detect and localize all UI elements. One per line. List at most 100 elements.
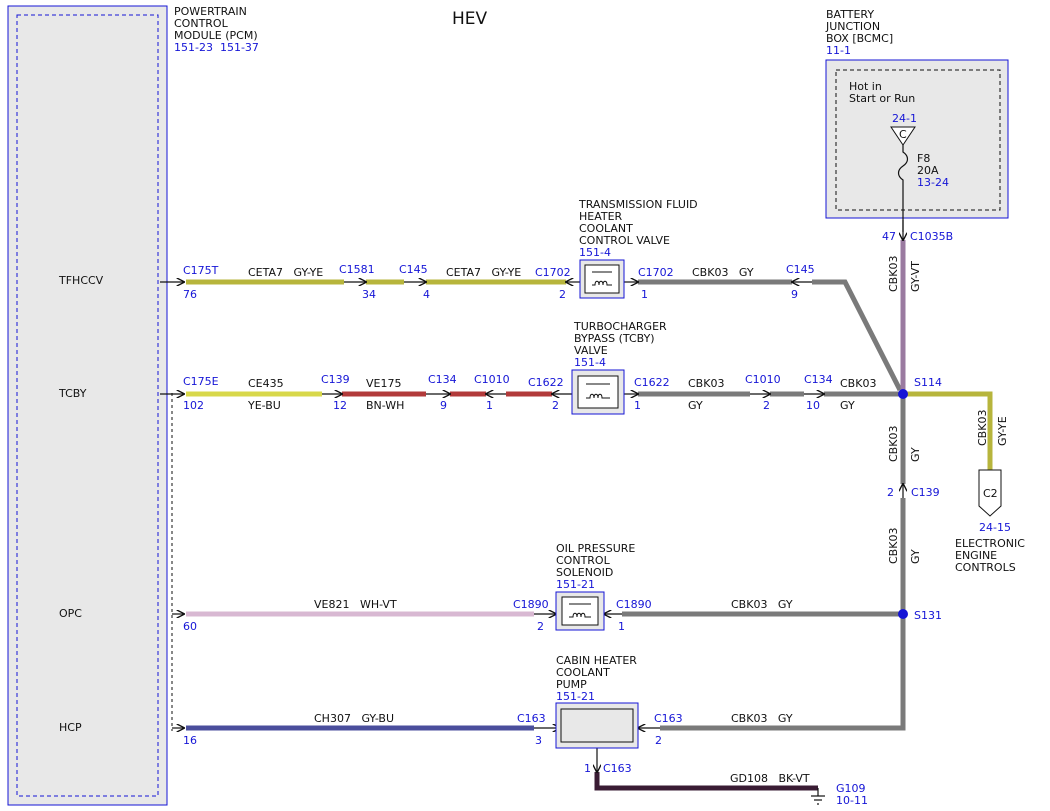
opc-coil-icon — [569, 603, 591, 618]
c145a-label[interactable]: C145 — [399, 263, 428, 276]
eec-wire-a: CBK03 — [976, 410, 989, 446]
pcm-module-inner — [16, 14, 159, 797]
pin-4: 4 — [423, 288, 430, 301]
c1890a-label[interactable]: C1890 — [513, 598, 549, 611]
c134b-label[interactable]: C134 — [804, 373, 833, 386]
wire-cbk03-row2a-bot: GY — [688, 399, 703, 412]
wire3-label-cbk03: CBK03 GY — [692, 266, 754, 279]
wire-cbk03-row2c-bot: GY — [840, 399, 855, 412]
ground-ref[interactable]: 10-11 — [836, 794, 868, 807]
c175e-label[interactable]: C175E — [183, 375, 219, 388]
c1622b-label[interactable]: C1622 — [634, 376, 670, 389]
c1010b-label[interactable]: C1010 — [745, 373, 781, 386]
pin-2-row1: 2 — [559, 288, 566, 301]
tfhccv-name-line-2: HEATER — [579, 210, 623, 223]
c139-vert-label[interactable]: C139 — [911, 486, 940, 499]
diagram-title: HEV — [452, 9, 488, 29]
wire-ve821-label: VE821 WH-VT — [314, 598, 397, 611]
splice-s114[interactable] — [898, 389, 908, 399]
s131-label[interactable]: S131 — [914, 609, 942, 622]
fuse-ref[interactable]: 13-24 — [917, 176, 949, 189]
pin-1-row2: 1 — [486, 399, 493, 412]
opc-ref[interactable]: 151-21 — [556, 578, 595, 591]
c1890b-label[interactable]: C1890 — [616, 598, 652, 611]
hcp-name-line-3: PUMP — [556, 678, 587, 691]
c1622a-label[interactable]: C1622 — [528, 376, 564, 389]
pcm-name-line-1: POWERTRAIN — [174, 5, 247, 18]
ground-g109-label[interactable]: G109 — [836, 782, 866, 795]
opc-name-line-3: SOLENOID — [556, 566, 613, 579]
hcp-name-line-1: CABIN HEATER — [556, 654, 637, 667]
hcp-pump-inner — [560, 708, 634, 743]
pin-10: 10 — [806, 399, 820, 412]
pcm-name-line-3: MODULE (PCM) — [174, 29, 258, 42]
c1581-label[interactable]: C1581 — [339, 263, 375, 276]
wire1-label-ceta7: CETA7 GY-YE — [248, 266, 323, 279]
pcm-pin-tfhccv: TFHCCV — [58, 274, 104, 287]
tfhccv-name-line-1: TRANSMISSION FLUID — [578, 198, 698, 211]
bjb-inner — [835, 69, 1001, 211]
pin-2-vert: 2 — [887, 486, 894, 499]
vert-wire-top-b: GY-VT — [909, 261, 922, 292]
opc-name-line-2: CONTROL — [556, 554, 611, 567]
wire-gd108[interactable] — [594, 772, 818, 791]
c163c-label[interactable]: C163 — [603, 762, 632, 775]
pcm-ref[interactable]: 151-23 151-37 — [174, 41, 259, 54]
c175t-label[interactable]: C175T — [183, 264, 219, 277]
hcp-name-line-2: COOLANT — [556, 666, 610, 679]
pin-47: 47 — [882, 230, 896, 243]
tcby-name-line-3: VALVE — [574, 344, 608, 357]
bjb-name-line-2: JUNCTION — [825, 20, 880, 33]
c163b-label[interactable]: C163 — [654, 712, 683, 725]
eec-connector-letter: C2 — [983, 487, 998, 500]
c1702a-label[interactable]: C1702 — [535, 266, 571, 279]
tfhccv-name-line-3: COOLANT — [579, 222, 633, 235]
wire-ve175-top: VE175 — [366, 377, 401, 390]
bjb-hot-line-1: Hot in — [849, 80, 882, 93]
pin-1-row1: 1 — [641, 288, 648, 301]
wire2-label-ceta7: CETA7 GY-YE — [446, 266, 521, 279]
c1035b-label[interactable]: C1035B — [910, 230, 953, 243]
pcm-name-line-2: CONTROL — [174, 17, 229, 30]
pin-102: 102 — [183, 399, 204, 412]
pin-34: 34 — [362, 288, 376, 301]
tfhccv-coil-icon — [592, 271, 612, 286]
wire-cbk03-row1-diag[interactable] — [812, 279, 903, 392]
wire-cbk03-row3-label: CBK03 GY — [731, 598, 793, 611]
tcby-coil-icon — [586, 383, 610, 399]
wire-cbk03-row2a-top: CBK03 — [688, 377, 724, 390]
tcby-ref[interactable]: 151-4 — [574, 356, 606, 369]
bjb-conn-ref[interactable]: 24-1 — [892, 112, 917, 125]
pcm-pin-opc: OPC — [59, 607, 82, 620]
c1010a-label[interactable]: C1010 — [474, 373, 510, 386]
pin-9-row1: 9 — [791, 288, 798, 301]
tfhccv-ref[interactable]: 151-4 — [579, 246, 611, 259]
wire-ce435-top: CE435 — [248, 377, 284, 390]
fuse-name: F8 — [917, 152, 930, 165]
c134a-label[interactable]: C134 — [428, 373, 457, 386]
eec-connector-icon[interactable] — [978, 469, 1002, 517]
hcp-ref[interactable]: 151-21 — [556, 690, 595, 703]
vert-wire-top-a: CBK03 — [887, 256, 900, 292]
wire-cbk03-row2c-top: CBK03 — [840, 377, 876, 390]
pin-1-row3: 1 — [618, 620, 625, 633]
pin-3-row4: 3 — [535, 734, 542, 747]
c163a-label[interactable]: C163 — [517, 712, 546, 725]
c1702b-label[interactable]: C1702 — [638, 266, 674, 279]
eec-ref[interactable]: 24-15 — [979, 521, 1011, 534]
pin-60: 60 — [183, 620, 197, 633]
c139-row2-label[interactable]: C139 — [321, 373, 350, 386]
bjb-box[interactable] — [825, 59, 1009, 219]
s114-label[interactable]: S114 — [914, 376, 942, 389]
pcm-pin-hcp: HCP — [59, 721, 82, 734]
vert-wire-mid-a: CBK03 — [887, 426, 900, 462]
opc-name-line-1: OIL PRESSURE — [556, 542, 635, 555]
bjb-ref[interactable]: 11-1 — [826, 44, 851, 57]
pcm-module-box[interactable] — [7, 5, 168, 806]
wire-cbk03-eec[interactable] — [903, 391, 993, 470]
tfhccv-name-line-4: CONTROL VALVE — [579, 234, 670, 247]
c145b-label[interactable]: C145 — [786, 263, 815, 276]
pin-12: 12 — [333, 399, 347, 412]
splice-s131[interactable] — [898, 609, 908, 619]
bjb-name-line-1: BATTERY — [826, 8, 874, 21]
